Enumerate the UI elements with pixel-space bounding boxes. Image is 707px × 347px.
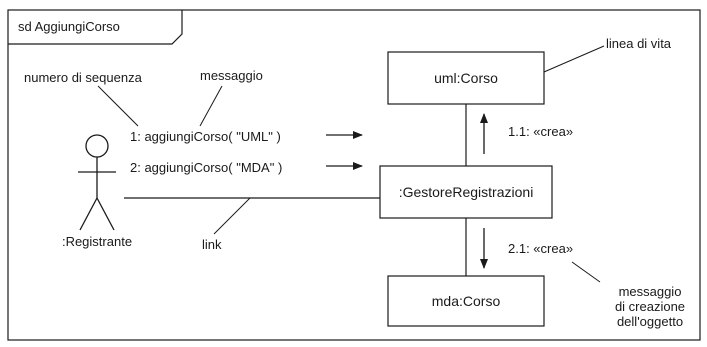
annotation-message: messaggio	[200, 68, 263, 83]
object-label-mda-corso: mda:Corso	[431, 293, 501, 309]
frame-border	[7, 9, 701, 341]
object-label-uml-corso: uml:Corso	[434, 70, 498, 86]
message-label-2-1: 2.1: «crea»	[508, 241, 574, 256]
message-label-2: 2: aggiungiCorso( "MDA" )	[130, 160, 283, 175]
leader-creation-message	[571, 261, 601, 283]
annotation-creation-line-1: messaggio	[618, 284, 682, 299]
object-box-mda-corso	[387, 275, 545, 327]
frame-tab	[8, 10, 183, 45]
leader-sequence-number	[97, 85, 139, 127]
message-label-1: 1: aggiungiCorso( "UML" )	[130, 129, 281, 144]
annotation-creation-line-2: di creazione	[614, 299, 686, 314]
annotation-creation-message: messaggio di creazione dell'oggetto	[600, 284, 700, 329]
annotation-link: link	[202, 237, 222, 252]
object-box-gestore	[379, 165, 553, 219]
leader-link	[213, 197, 251, 235]
annotation-lifeline: linea di vita	[606, 36, 672, 51]
annotation-creation-line-3: dell'oggetto	[616, 314, 684, 329]
leader-lifeline	[543, 45, 605, 73]
actor-stick-figure	[78, 134, 116, 231]
leader-message	[199, 85, 223, 127]
actor-name: :Registrante	[61, 234, 133, 249]
message-label-1-1: 1.1: «crea»	[508, 124, 574, 139]
annotation-sequence-number: numero di sequenza	[24, 70, 142, 85]
frame-title: sd AggiungiCorso	[18, 19, 120, 34]
object-label-gestore: :GestoreRegistrazioni	[398, 184, 534, 200]
object-box-uml-corso	[387, 51, 545, 105]
